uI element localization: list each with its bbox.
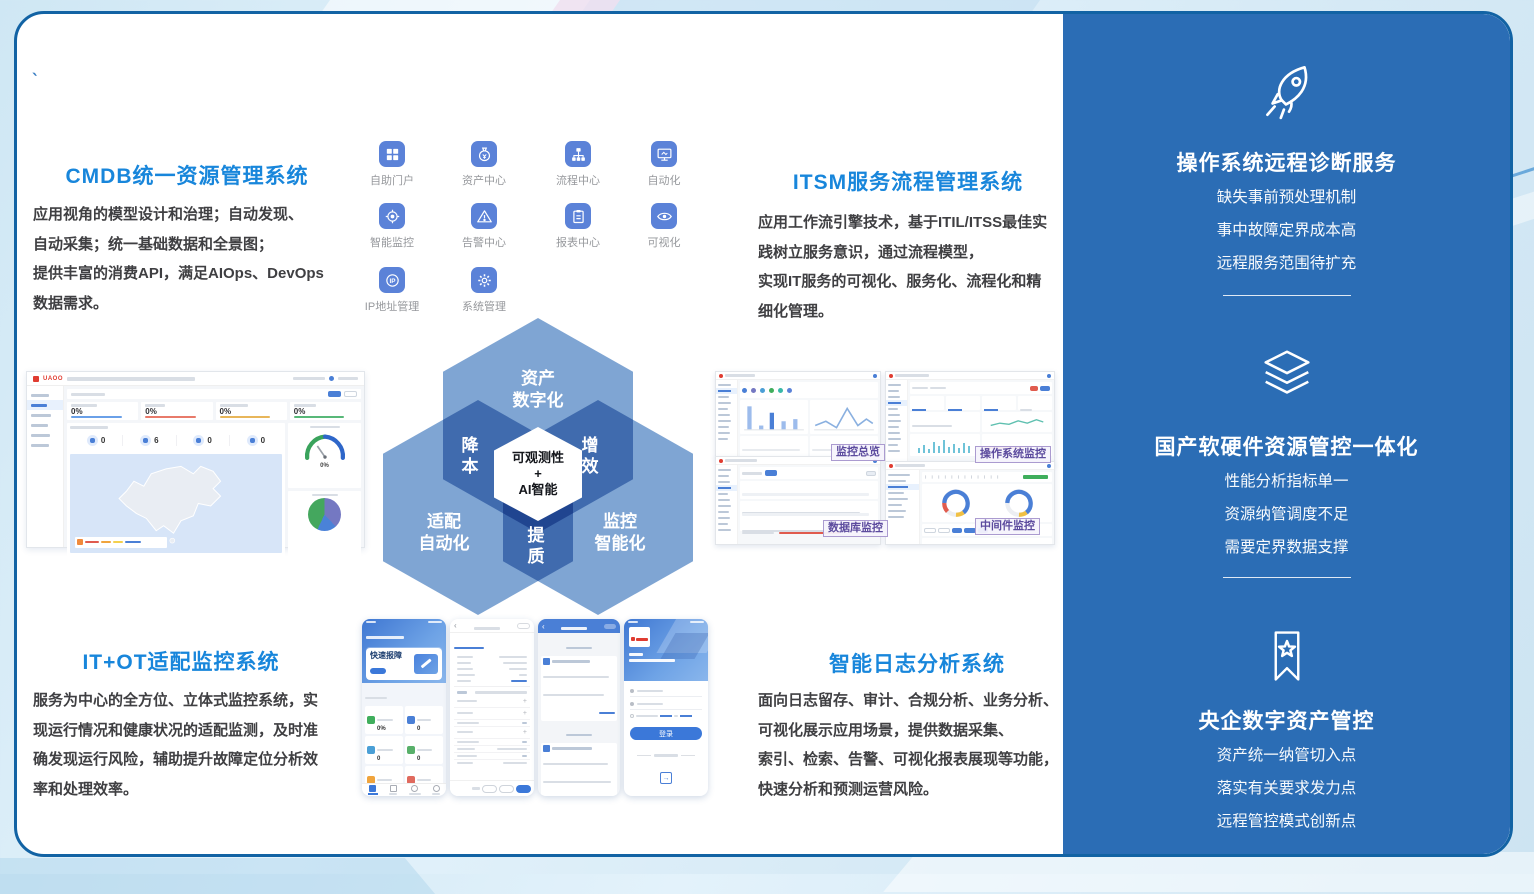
screenshot-label-database: 数据库监控 <box>823 520 888 537</box>
log-section-title: 智能日志分析系统 <box>829 653 1005 676</box>
icon-grid-item: 自助门户 <box>352 141 432 188</box>
hex-label-gain: 增效 <box>581 436 599 476</box>
portal-icon <box>379 141 405 167</box>
app-logo <box>629 627 650 647</box>
alt-login-icon: → <box>660 772 672 784</box>
icon-grid-item: 系统管理 <box>444 267 524 314</box>
map-legend <box>75 536 167 548</box>
map-panel: 0 6 0 0 <box>67 422 285 556</box>
pie-chart <box>308 498 341 531</box>
panel-section-points: 性能分析指标单一 资源纳管调度不足 需要定界数据支撑 <box>1224 473 1349 556</box>
phone-bottom-nav <box>362 783 446 796</box>
hex-label-asset: 资产数字化 <box>512 369 564 410</box>
system-management-icon <box>471 267 497 293</box>
login-button: 登录 <box>630 727 702 740</box>
stat-card: 0% <box>289 402 361 420</box>
icon-grid-item: 告警中心 <box>444 203 524 250</box>
phone-login-screen: 登录 → <box>624 619 708 796</box>
panel-section-points: 缺失事前预处理机制 事中故障定界成本高 远程服务范围待扩充 <box>1216 189 1357 272</box>
pain-points-panel: 操作系统远程诊断服务 缺失事前预处理机制 事中故障定界成本高 远程服务范围待扩充… <box>1063 14 1510 854</box>
itsm-section-title: ITSM服务流程管理系统 <box>792 171 1024 194</box>
layers-icon <box>1063 344 1510 411</box>
dashboard-header: UAOO <box>27 372 364 386</box>
hex-label-monitor: 监控智能化 <box>594 512 646 553</box>
china-map <box>70 453 282 553</box>
report-center-icon <box>565 203 591 229</box>
icon-grid-item: IP IP地址管理 <box>352 267 432 314</box>
mobile-screenshots: 快速报障 0% 0 0 0 <box>362 618 714 798</box>
panel-section-title: 国产软硬件资源管控一体化 <box>1154 436 1419 459</box>
icon-grid-item: 可视化 <box>624 203 704 250</box>
phone-messages-screen: ‹ <box>538 619 620 796</box>
icon-grid-item: 报表中心 <box>538 203 618 250</box>
icon-grid-item: 自动化 <box>624 141 704 188</box>
process-center-icon <box>565 141 591 167</box>
agree-checkbox <box>630 714 634 718</box>
hex-label-cost: 降本 <box>461 436 479 476</box>
icon-grid-item: 流程中心 <box>538 141 618 188</box>
stat-card: 0% <box>215 402 287 420</box>
panel-section-title: 央企数字资产管控 <box>1198 710 1375 733</box>
icon-grid-item: 智能监控 <box>352 203 432 250</box>
quick-repair-label: 快速报障 <box>370 650 402 660</box>
panel-divider <box>1222 577 1351 578</box>
bookmark-star-icon <box>1063 626 1510 691</box>
icon-grid-item: 资产中心 <box>444 141 524 188</box>
itot-section-text: 服务为中心的全方位、立体式监控系统，实 现运行情况和健康状况的适配监测，及时准 … <box>33 692 319 798</box>
panel-section-title: 操作系统远程诊断服务 <box>1176 152 1397 175</box>
cmdb-dashboard-screenshot: UAOO 0% 0% 0% 0% <box>26 371 365 556</box>
screenshot-label-middleware: 中间件监控 <box>975 518 1040 535</box>
cmdb-section-text: 应用视角的模型设计和治理；自动发现、 自动采集；统一基础数据和全景图； 提供丰富… <box>33 206 324 312</box>
screenshot-label-os: 操作系统监控 <box>975 446 1051 463</box>
dashboard-sidebar <box>27 386 64 547</box>
back-icon: ‹ <box>542 621 545 631</box>
stat-card: 0% <box>67 402 139 420</box>
itsm-section-text: 应用工作流引擎技术，基于ITIL/ITSS最佳实 践树立服务意识，通过流程模型，… <box>758 214 1048 320</box>
dashboard-main: 0% 0% 0% 0% 0 6 0 0 <box>64 386 364 556</box>
svg-text:IP: IP <box>389 277 396 284</box>
phone-home-screen: 快速报障 0% 0 0 0 <box>362 619 446 796</box>
phone-workorder-screen: ‹ + + + <box>450 619 534 796</box>
panel-section-points: 资产统一纳管切入点 落实有关要求发力点 远程管控模式创新点 <box>1216 747 1357 830</box>
rocket-icon <box>1063 56 1510 127</box>
hex-label-adapt: 适配自动化 <box>418 512 470 553</box>
gauge-card: 0% <box>288 422 361 488</box>
cmdb-section-title: CMDB统一资源管理系统 <box>65 165 309 188</box>
ip-management-icon: IP <box>379 267 405 293</box>
alert-center-icon <box>471 203 497 229</box>
screenshot-label-overview: 监控总览 <box>831 444 885 461</box>
back-icon: ‹ <box>454 621 457 630</box>
pie-card <box>288 490 361 556</box>
stat-card: 0% <box>141 402 213 420</box>
bg-streak <box>883 852 1534 892</box>
hex-label-quality: 提质 <box>527 526 545 566</box>
itot-section-title: IT+OT适配监控系统 <box>82 651 280 674</box>
username-field <box>630 689 702 697</box>
avatar <box>329 376 334 381</box>
dashboard-logo-icon <box>33 375 39 382</box>
panel-divider <box>1222 295 1351 296</box>
message-item <box>541 656 617 721</box>
repair-illustration-icon <box>414 654 438 674</box>
bg-streak <box>0 858 436 894</box>
password-field <box>630 697 702 710</box>
decorative-tick: ` <box>29 69 39 91</box>
automation-icon <box>651 141 677 167</box>
visualization-icon <box>651 203 677 229</box>
monitoring-screenshots: 监控总览 操作系统监控 数据库监控 中间件监控 <box>713 369 1069 561</box>
asset-center-icon <box>471 141 497 167</box>
dashboard-logo: UAOO <box>43 375 63 382</box>
brochure-card: ` CMDB统一资源管理系统 应用视角的模型设计和治理；自动发现、 自动采集；统… <box>14 11 1513 857</box>
message-item <box>541 743 617 796</box>
log-section-text: 面向日志留存、审计、合规分析、业务分析、 可视化展示应用场景，提供数据采集、 索… <box>758 692 1059 798</box>
smart-monitor-icon <box>379 203 405 229</box>
